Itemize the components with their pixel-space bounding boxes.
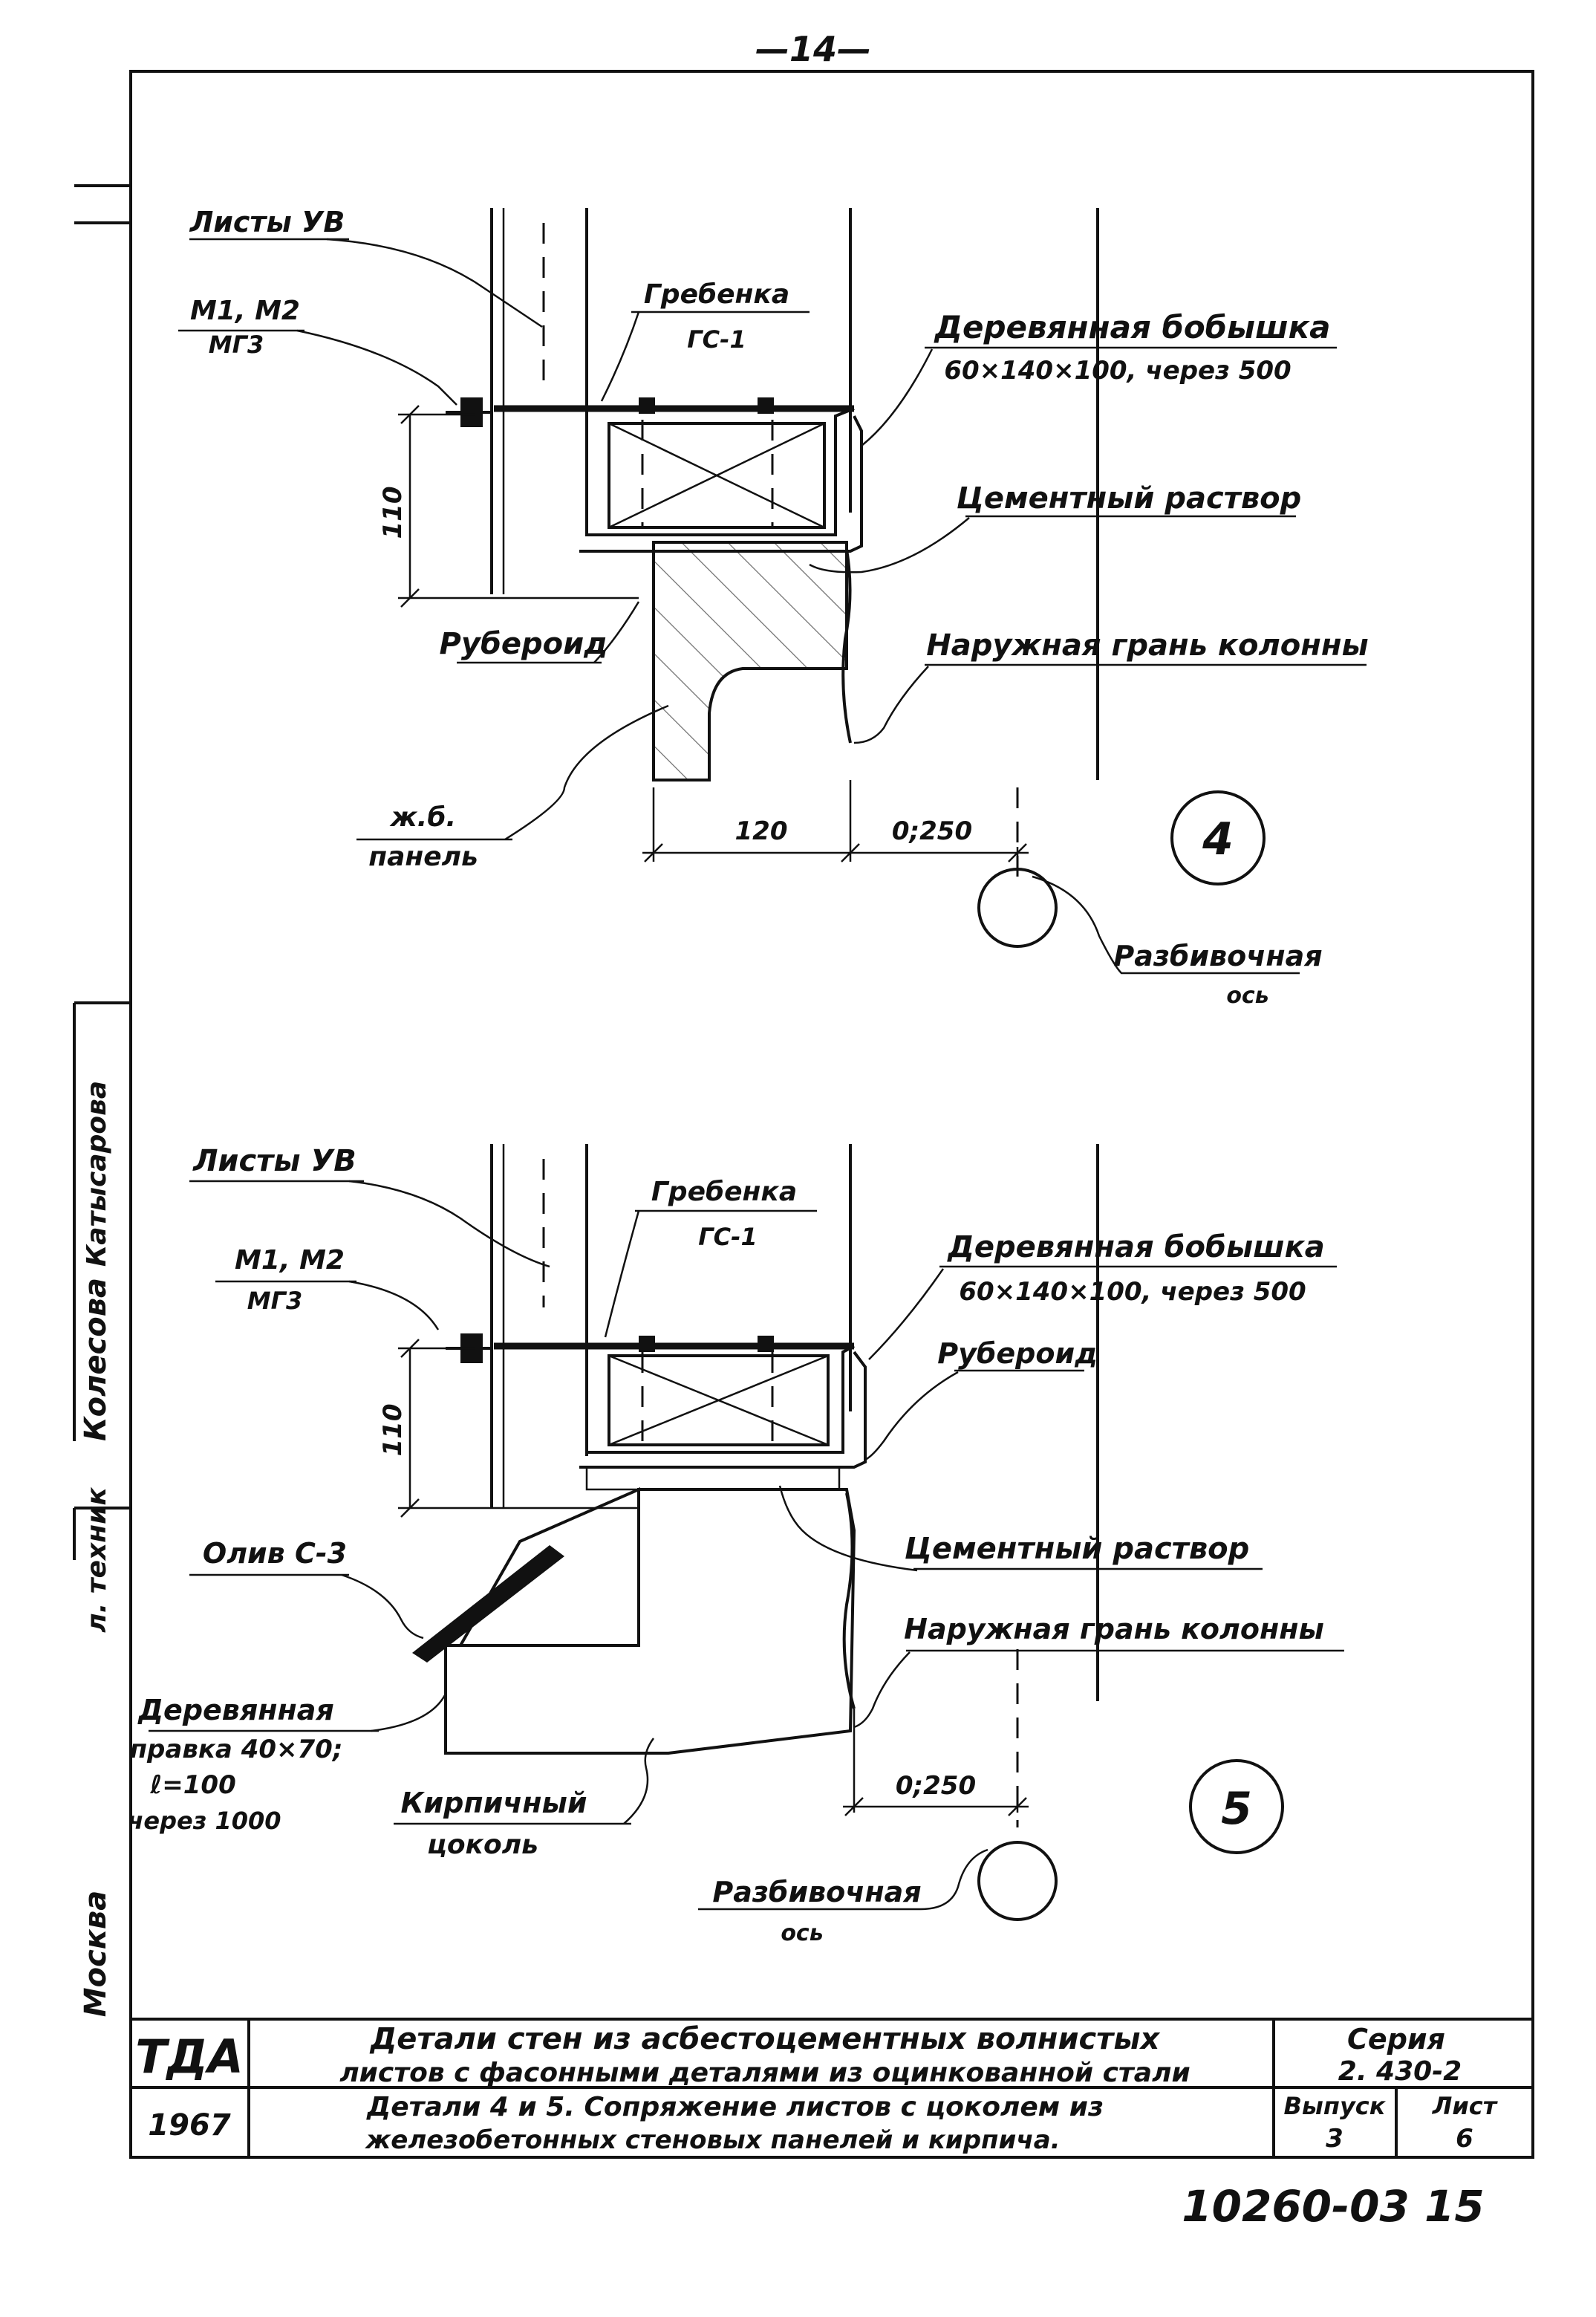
detail-4-comb-sub: ГС-1 [687,325,746,354]
subtitle-line2: железобетонных стеновых панелей и кирпич… [364,2125,1060,2155]
issue-label: Выпуск [1284,2092,1387,2120]
detail-5-wood-strip-l3: ℓ=100 [149,1770,236,1800]
detail-5-mortar-label: Цементный раствор [905,1532,1250,1566]
sheet-label: Лист [1432,2092,1499,2120]
detail-5-fasteners-sub: МГ3 [247,1287,303,1315]
detail-4-dim-height: 110 [378,487,408,539]
detail-4-dim-offset: 0;250 [892,816,972,846]
series-value: 2. 430-2 [1338,2056,1462,2087]
detail-5-comb-label: Гребенка [651,1177,797,1207]
detail-5-column-face-label: Наружная грань колонны [904,1613,1324,1645]
title-year: 1967 [148,2108,230,2142]
detail-4-comb-label: Гребенка [644,279,789,310]
detail-4-block-dims: 60×140×100, через 500 [944,356,1291,386]
detail-4-number-circle [1170,790,1266,885]
margin-name: Катысарова [82,1081,112,1267]
detail-4-sheets-label: Листы УВ [189,206,345,238]
margin-role: л. техник [82,1486,112,1633]
detail-4-axis-label: Разбивочная [1113,940,1322,972]
title-org: ТДА [135,2030,244,2084]
sheet-value: 6 [1456,2124,1473,2154]
detail-4-axis-bubble [977,868,1058,948]
detail-5-axis-sub: ось [781,1920,823,1946]
detail-4-number: 4 [1202,813,1234,865]
detail-5-dim-height: 110 [378,1404,408,1457]
detail-5-wood-strip-l2: правка 40×70; [130,1735,343,1764]
detail-5-drip-label: Олив С-3 [203,1537,347,1570]
detail-5-comb-sub: ГС-1 [698,1223,757,1251]
detail-5-plinth-sub: цоколь [427,1830,538,1860]
detail-4-fasteners-sub: МГ3 [209,331,264,359]
detail-5-sheets-label: Листы УВ [192,1144,356,1178]
detail-4-wooden-block [608,422,826,529]
detail-4-dim-width: 120 [735,816,788,846]
margin-city: Москва [79,1891,113,2017]
detail-4-panel-label: ж.б. [389,802,456,833]
stamp-number: 10260-03 15 [1182,2181,1484,2232]
detail-5-wooden-block [608,1354,830,1446]
series-label: Серия [1347,2023,1445,2056]
title-line2: листов с фасонными деталями из оцинкован… [339,2058,1190,2088]
detail-5-number-circle [1189,1759,1284,1854]
detail-5-dim-offset: 0;250 [896,1771,976,1801]
detail-5-number: 5 [1221,1783,1252,1835]
detail-5-drip [412,1545,564,1663]
detail-5-wood-strip-l4: через 1000 [127,1807,281,1835]
detail-5-roofing-label: Рубероид [937,1337,1098,1370]
detail-5-block-label: Деревянная бобышка [946,1230,1325,1264]
detail-5-plinth-label: Кирпичный [400,1787,587,1819]
detail-5-fasteners-label: М1, М2 [235,1245,345,1276]
detail-4-panel-sub: панель [368,842,478,872]
detail-5-block-dims: 60×140×100, через 500 [959,1277,1306,1307]
detail-4: 110 120 0;250 Разбивочная ось 4 Листы УВ… [178,206,1369,1009]
detail-4-axis-sub: ось [1226,983,1268,1009]
left-margin: Катысарова Колесова л. техник Москва [73,184,131,2017]
margin-signature: Колесова [79,1278,113,1441]
subtitle-line1: Детали 4 и 5. Сопряжение листов с цоколе… [366,2092,1104,2122]
detail-5-axis-label: Разбивочная [712,1876,921,1908]
issue-value: 3 [1326,2124,1343,2154]
detail-4-mortar-label: Цементный раствор [957,481,1302,516]
detail-4-fasteners-label: М1, М2 [190,296,300,326]
sheet-frame [129,70,1534,2159]
detail-5-brick-plinth [444,1488,856,1755]
detail-5: 110 0;250 Разбивочная ось 5 Листы УВ М1,… [127,1144,1344,1946]
detail-5-sill [457,1486,640,1647]
detail-5-wood-strip-l1: Деревянная [137,1694,334,1726]
page-number: —14— [755,29,871,69]
title-line1: Детали стен из асбестоцементных волнисты… [369,2022,1161,2056]
detail-4-roofing-label: Рубероид [440,627,608,661]
detail-5-axis-bubble [977,1841,1058,1921]
detail-4-block-label: Деревянная бобышка [934,309,1331,345]
title-block: ТДА 1967 Детали стен из асбестоцементных… [131,2018,1533,2157]
detail-4-column-face-label: Наружная грань колонны [926,628,1368,663]
